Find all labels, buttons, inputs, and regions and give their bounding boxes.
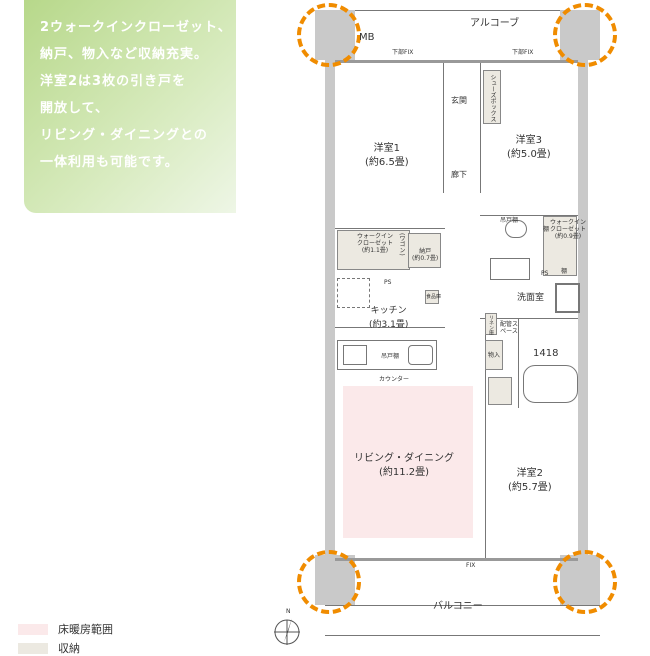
mb-label: MB [359,32,375,43]
washing-machine-space [555,283,580,313]
fridge-space [337,278,370,308]
hanging-cabinet-label: 吊戸棚 [500,217,519,224]
fix-label: 下部FIX [392,49,414,56]
label-line: (約0.9畳) [554,233,582,240]
callout-line: リビング・ダイニングとの [40,128,208,143]
pantry [425,290,439,304]
label-line: (約0.7畳) [412,255,439,262]
shoe-box-label: シューズボックス [489,74,496,122]
room2-label: 洋室2 (約5.7畳) [508,467,552,495]
structural-column-highlight [297,550,361,614]
callout-line: 一体利用も可能です。 [40,155,179,170]
room-size: (約11.2畳) [378,467,430,478]
label-line: 納戸 [419,248,432,255]
toilet [505,220,527,238]
partition [480,63,481,193]
ps-label: PS [384,279,392,286]
stove [343,345,367,365]
pantry-label: 食品庫 [426,294,442,300]
callout-line: 洋室2は3枚の引き戸を [40,74,187,89]
balcony-window [335,558,578,561]
label-line: ウォークイン [357,233,394,240]
room3-label: 洋室3 (約5.0畳) [507,134,551,162]
room-size: (約5.7畳) [508,482,552,493]
partition [480,318,578,319]
feature-callout: 2ウォークインクローゼット、 納戸、物入など収納充実。 洋室2は3枚の引き戸を … [24,0,236,213]
walk-in-closet-2 [543,216,577,276]
storage-2 [488,377,512,405]
label-line: ウォークイン [550,219,587,226]
wic2-label: ウォークインクローゼット(約0.9畳) [550,219,586,240]
room-name: キッチン [370,306,407,316]
legend-item-storage: 収納 [18,640,80,656]
linen-storage [485,313,497,335]
bathtub [523,365,578,403]
balcony-label: バルコニー [433,601,483,612]
storage [485,340,503,370]
linen-label: リネン庫 [488,315,494,335]
living-label: リビング・ダイニング (約11.2畳) [354,452,454,480]
partition [443,63,444,193]
shelf-label: 棚 [561,268,568,275]
callout-line: 2ウォークインクローゼット、 [40,20,232,35]
washroom-label: 洗面室 [517,293,545,303]
wash-basin [490,258,530,280]
room-size: (約5.0畳) [507,149,551,160]
legend-label: 床暖房範囲 [58,623,113,636]
partition [335,228,445,229]
fix-label: 下部FIX [512,49,534,56]
legend-label: 収納 [58,642,80,655]
shelf-label: 棚 [543,226,550,233]
kitchen-label: キッチン (約3.1畳) [369,304,408,332]
balcony-rail [325,635,600,636]
sink [408,345,433,365]
shoe-box: シューズボックス [483,70,501,124]
room1-label: 洋室1 (約6.5畳) [365,142,409,170]
room-name: 洋室3 [515,135,543,146]
room-size: (約6.5畳) [365,157,409,168]
hall-label: 廊下 [451,170,467,179]
wic1-label: ウォークインクローゼット(約1.1畳) [357,233,393,254]
room-name: 洋室2 [516,468,544,479]
structural-column-highlight [553,550,617,614]
fix-label: FIX [466,562,476,569]
floor-heating-area [343,386,473,538]
room-size: (約3.1畳) [369,320,409,330]
alcove-label: アルコーブ [470,18,520,29]
hanging-cabinet-label: 吊戸棚 [381,353,400,360]
wall-left [325,60,335,560]
label-line: クローゼット [357,240,394,247]
walk-in-closet-1 [337,230,410,270]
wall-right [578,60,588,560]
room-name: リビング・ダイニング [354,453,454,464]
callout-line: 納戸、物入など収納充実。 [40,47,209,62]
alcove-edge [355,10,560,11]
room-name: 洋室1 [373,143,401,154]
north-label: N [286,608,291,615]
counter-label: カウンター [379,376,410,383]
legend-item-floor-heating: 床暖房範囲 [18,621,113,637]
callout-line: 開放して、 [40,101,109,116]
bath-size-label: 1418 [533,348,559,359]
structural-column-highlight [297,3,361,67]
balcony-edge [325,605,600,606]
label-line: (約1.1畳) [361,247,389,254]
north-compass-icon: N [270,608,304,646]
structural-column-highlight [553,3,617,67]
ps-label: PS [541,270,549,277]
partition [518,318,519,408]
pipe-space-label: 配管スペース [499,321,518,335]
closet-label: 納戸(約0.7畳) [412,248,438,262]
partition [335,327,445,328]
wagon-label: (ワゴン) [398,233,405,256]
label-line: クローゼット [550,226,587,233]
entrance-label: 玄関 [451,96,467,105]
front-wall [335,60,578,63]
legend-swatch [18,623,48,635]
sliding-doors [485,318,486,558]
legend-swatch [18,642,48,654]
closet [408,233,441,268]
partition [480,215,578,216]
storage-label: 物入 [488,352,501,359]
